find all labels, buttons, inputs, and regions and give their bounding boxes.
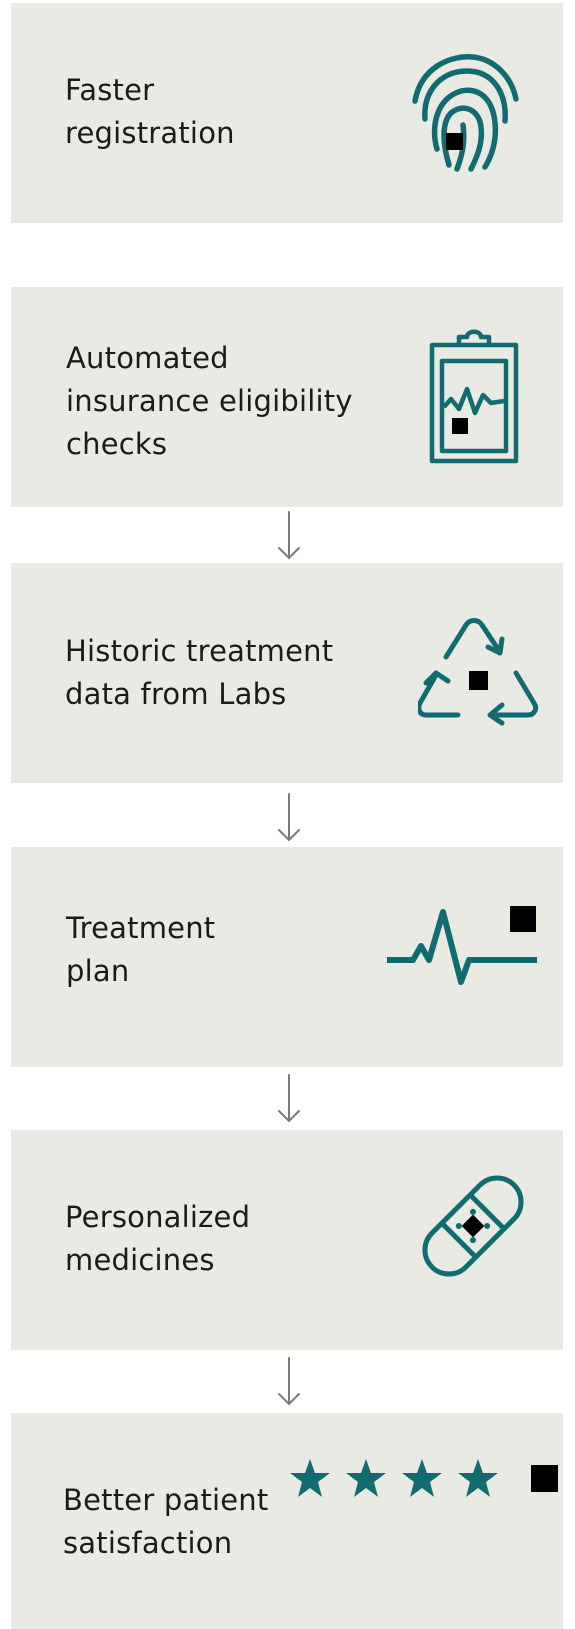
down-arrow-icon (278, 1357, 300, 1406)
clipboard-chart-icon (429, 329, 519, 464)
accent-square (531, 1465, 558, 1492)
star-rating-icon (290, 1459, 558, 1497)
step-label: Treatment plan (66, 907, 215, 993)
step-label-line: Faster (65, 73, 155, 107)
step-label-line: data from Labs (65, 677, 287, 711)
step-card-treatment-plan: Treatment plan (11, 847, 563, 1067)
down-arrow-icon (278, 511, 300, 560)
step-card-faster-registration: Faster registration (11, 3, 563, 223)
step-label-line: Personalized (65, 1200, 251, 1234)
star-icon (346, 1459, 386, 1497)
accent-square (446, 133, 463, 150)
step-label-line: insurance eligibility (66, 384, 353, 418)
star-icon (402, 1459, 442, 1497)
step-label: Better patient satisfaction (63, 1479, 268, 1565)
step-card-personalized-medicines: Personalized medicines (11, 1130, 563, 1350)
down-arrow-icon (278, 1074, 300, 1123)
fingerprint-icon (412, 54, 519, 172)
accent-square (510, 906, 536, 932)
step-label-line: Automated (66, 341, 229, 375)
step-label-line: satisfaction (63, 1526, 233, 1560)
bandage-icon (422, 1175, 524, 1277)
step-card-insurance-checks: Automated insurance eligibility checks (11, 287, 563, 507)
star-icon (458, 1459, 498, 1497)
step-label-line: medicines (65, 1243, 215, 1277)
step-label: Personalized medicines (65, 1196, 250, 1282)
star-icon (290, 1459, 330, 1497)
step-label-line: Historic treatment (65, 634, 334, 668)
accent-square (469, 671, 488, 690)
step-label-line: Treatment (66, 911, 216, 945)
accent-square (461, 1214, 485, 1238)
step-card-historic-treatment: Historic treatment data from Labs (11, 563, 563, 783)
step-label-line: plan (66, 954, 130, 988)
step-label-line: checks (66, 427, 168, 461)
step-label-line: Better patient (63, 1483, 269, 1517)
down-arrow-icon (278, 793, 300, 842)
step-label: Automated insurance eligibility checks (66, 337, 353, 466)
step-label-line: registration (65, 116, 235, 150)
recycle-icon (418, 618, 539, 726)
step-card-patient-satisfaction: Better patient satisfaction (11, 1413, 563, 1629)
heartbeat-icon (387, 906, 537, 985)
accent-square (452, 418, 468, 434)
step-label: Faster registration (65, 69, 235, 155)
step-label: Historic treatment data from Labs (65, 630, 333, 716)
